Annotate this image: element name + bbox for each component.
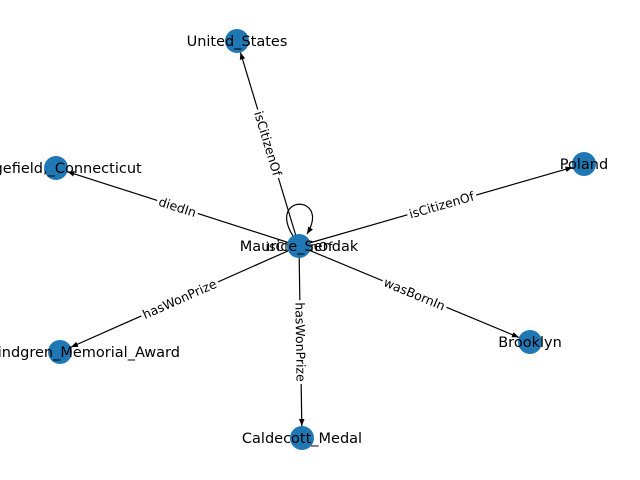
edge-label-background [405,186,479,223]
edge-label-group: isCitizenOf [405,186,479,223]
edge-label-background [249,107,287,181]
edge-label-group: hasWonPrize [291,300,310,385]
node-us [225,29,249,53]
edge-label-group: diedIn [154,192,201,222]
edge-label: isCitizenOf [251,109,285,178]
node-lindgren [48,340,72,364]
node-ridgefield [44,156,68,180]
node-label-caldecott: Caldecott_Medal [242,431,362,447]
node-labels-layer: Maurice_Sendak United_StatesRidgefield,_C… [0,34,608,447]
edge-label: diedIn [157,194,198,220]
edge-label-background [137,274,222,324]
node-brooklyn [518,330,542,354]
node-label-us: United_States [187,34,288,50]
node-label-ridgefield: Ridgefield,_Connecticut [0,161,142,177]
edge-label: wasBornIn [382,275,448,314]
edge-label-background [154,192,201,222]
edge-label-background [291,300,310,385]
node-label-maurice: Maurice_Sendak [240,239,359,255]
edge-label-background [379,272,450,316]
node-poland [572,152,596,176]
nodes-layer [44,29,596,450]
edge-label-group: hasWonPrize [137,274,222,324]
node-label-lindgren: Astrid_Lindgren_Memorial_Award [0,345,180,361]
edge-label: hasWonPrize [140,276,219,322]
edge-label-group: isCitizenOf [249,107,287,181]
node-maurice [287,234,311,258]
node-caldecott [290,426,314,450]
edge-label: hasWonPrize [292,302,308,382]
edge-self-loop [286,203,314,237]
edge-label-group: wasBornIn [379,272,450,316]
node-label-poland: Poland [560,157,608,173]
edge-label: isCitizenOf [407,188,476,221]
node-label-brooklyn: Brooklyn [498,335,562,351]
